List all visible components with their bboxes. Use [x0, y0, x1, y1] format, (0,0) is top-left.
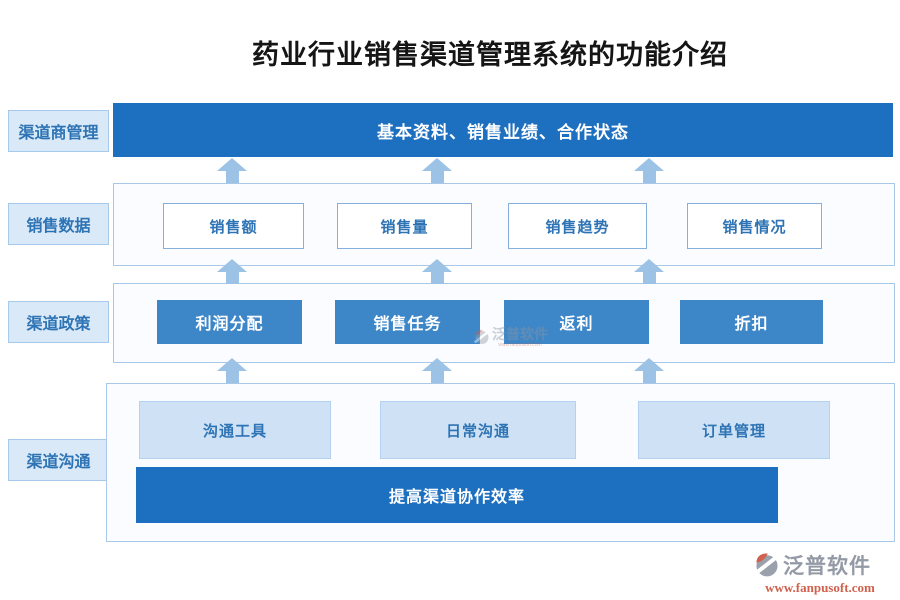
- fanpu-logo: 泛普软件 www.fanpusoft.com: [754, 550, 886, 596]
- box-communication-tools: 沟通工具: [139, 401, 331, 459]
- box-sales-volume: 销售量: [337, 203, 472, 249]
- up-arrow-icon: [422, 259, 452, 284]
- row-label-channel-policy: 渠道政策: [8, 301, 109, 343]
- logo-brand-text: 泛普软件: [783, 554, 871, 578]
- box-rebate: 返利: [504, 300, 649, 344]
- up-arrow-icon: [634, 259, 664, 284]
- channel-vendor-bar: 基本资料、销售业绩、合作状态: [113, 103, 893, 157]
- box-discount: 折扣: [680, 300, 823, 344]
- box-daily-communication: 日常沟通: [380, 401, 576, 459]
- up-arrow-icon: [217, 358, 247, 383]
- up-arrow-icon: [634, 158, 664, 183]
- up-arrow-icon: [422, 158, 452, 183]
- row-label-sales-data: 销售数据: [8, 203, 109, 245]
- collaboration-efficiency-bar: 提高渠道协作效率: [136, 467, 778, 523]
- box-sales-task: 销售任务: [335, 300, 480, 344]
- box-sales-trend: 销售趋势: [508, 203, 647, 249]
- logo-url-text: www.fanpusoft.com: [765, 580, 875, 595]
- up-arrow-icon: [634, 358, 664, 383]
- box-order-management: 订单管理: [638, 401, 830, 459]
- box-sales-amount: 销售额: [163, 203, 304, 249]
- up-arrow-icon: [217, 158, 247, 183]
- row-label-channel-communication: 渠道沟通: [8, 439, 109, 481]
- page-title: 药业行业销售渠道管理系统的功能介绍: [252, 40, 728, 70]
- box-sales-situation: 销售情况: [687, 203, 822, 249]
- fanpu-logo-icon: [754, 552, 780, 577]
- box-profit-distribution: 利润分配: [157, 300, 302, 344]
- up-arrow-icon: [217, 259, 247, 284]
- up-arrow-icon: [422, 358, 452, 383]
- row-label-channel-vendor-management: 渠道商管理: [8, 110, 109, 152]
